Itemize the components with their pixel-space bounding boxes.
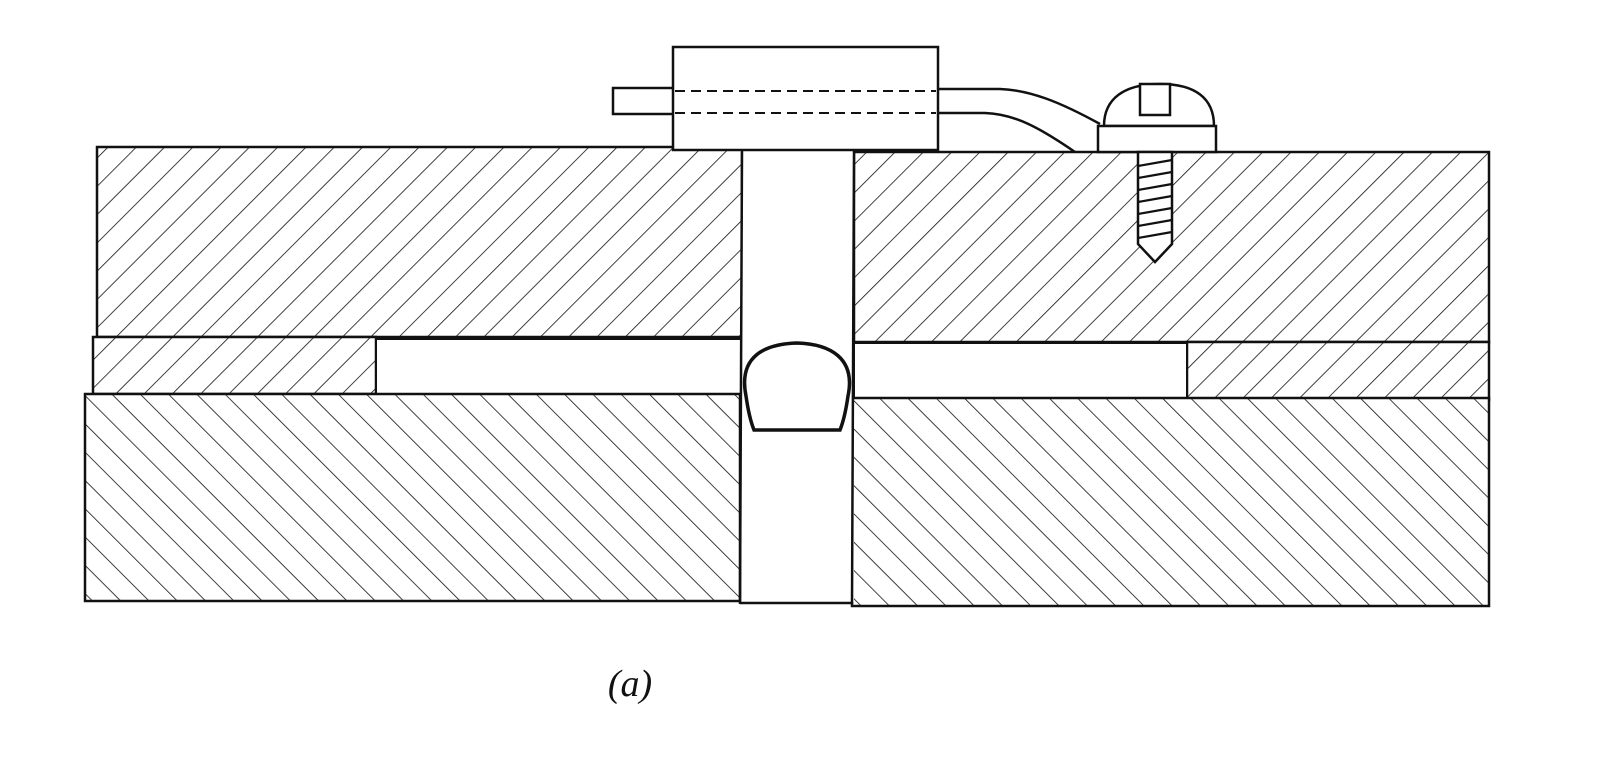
figure-caption: (a)	[607, 663, 653, 705]
lower-plate-right	[850, 396, 1491, 608]
screw-threads	[1137, 158, 1173, 240]
screw-shank	[1136, 150, 1174, 264]
channel-left	[375, 338, 743, 395]
screw-slot	[1138, 82, 1172, 117]
spacer-left	[91, 335, 378, 396]
wire-strap	[938, 87, 1101, 154]
seal-element	[742, 341, 852, 432]
lower-plate-left	[83, 392, 742, 603]
lower-plate	[83, 392, 1491, 608]
screw	[1096, 82, 1218, 264]
screw-washer	[1096, 124, 1218, 154]
spacer-right	[1185, 340, 1491, 402]
upper-plate-left	[95, 145, 744, 339]
spacer-layer	[91, 335, 1491, 402]
channel-right	[853, 342, 1188, 399]
clamp-block	[611, 45, 940, 152]
